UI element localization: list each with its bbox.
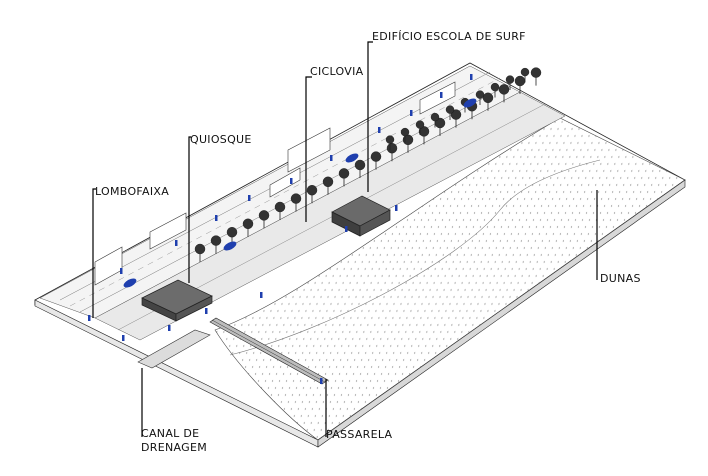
tree [242,218,254,237]
tree [490,82,500,98]
leader-lombofaixa [92,188,96,318]
cars-group [123,98,477,288]
tree [210,235,222,254]
tree [400,127,410,143]
tree [290,193,302,212]
dunes-area [214,117,686,441]
trees-group [194,67,542,262]
tree [505,75,515,90]
tree [520,67,530,83]
label-passarela: PASSARELA [326,428,393,441]
label-canal-line2: DRENAGEM [141,441,207,454]
back-buildings [94,81,456,286]
drainage-channel [137,329,211,369]
label-lombofaixa: LOMBOFAIXA [95,185,170,198]
tree [306,184,318,204]
lamp-post [122,335,125,341]
bike-path [94,91,566,341]
tree [385,135,395,150]
tree [194,243,206,262]
lamp-post [248,195,251,201]
lamp-post [470,74,473,80]
tree [370,151,382,170]
tree [322,176,334,195]
tree [274,201,286,220]
tree [482,92,494,111]
lamp-post [320,378,323,384]
tree [386,142,398,162]
label-edificio: EDIFÍCIO ESCOLA DE SURF [372,30,526,43]
car [123,278,137,288]
leader-lines [92,41,598,437]
tree [475,90,485,105]
tree [450,109,462,128]
lamp-post [290,178,293,184]
label-quiosque: QUIOSQUE [190,133,252,146]
lamp-post [440,92,443,98]
kiosk-building [141,279,213,322]
tree [530,67,542,86]
lamp-post [395,205,398,211]
lamp-post [168,325,171,331]
label-canal-line1: CANAL DE [141,427,200,440]
surf-school-building [331,195,391,237]
car [223,241,237,251]
lamp-posts-group [88,74,473,384]
label-dunas: DUNAS [600,272,641,285]
lamp-post [120,268,123,274]
tree [258,210,270,229]
boardwalk-rail [211,319,326,383]
tree [498,84,510,103]
tree [418,126,430,145]
lamp-post [330,155,333,161]
lamp-post [175,240,178,246]
lamp-post [410,110,413,116]
tree [430,112,440,128]
leader-ciclovia [305,76,312,222]
lamp-post [378,127,381,133]
lamp-post [215,215,218,221]
lamp-post [88,315,91,321]
car [345,153,359,163]
tree [445,105,455,120]
lamp-post [205,308,208,314]
dune-ridge [229,159,601,356]
tree [354,159,366,178]
leader-quiosque [188,136,191,283]
car [463,98,477,108]
tree [415,120,425,135]
lamp-post [260,292,263,298]
lamp-post [345,226,348,232]
road-center-line [69,77,501,307]
tree [338,168,350,187]
label-ciclovia: CICLOVIA [310,65,364,78]
leader-edificio [367,41,373,192]
